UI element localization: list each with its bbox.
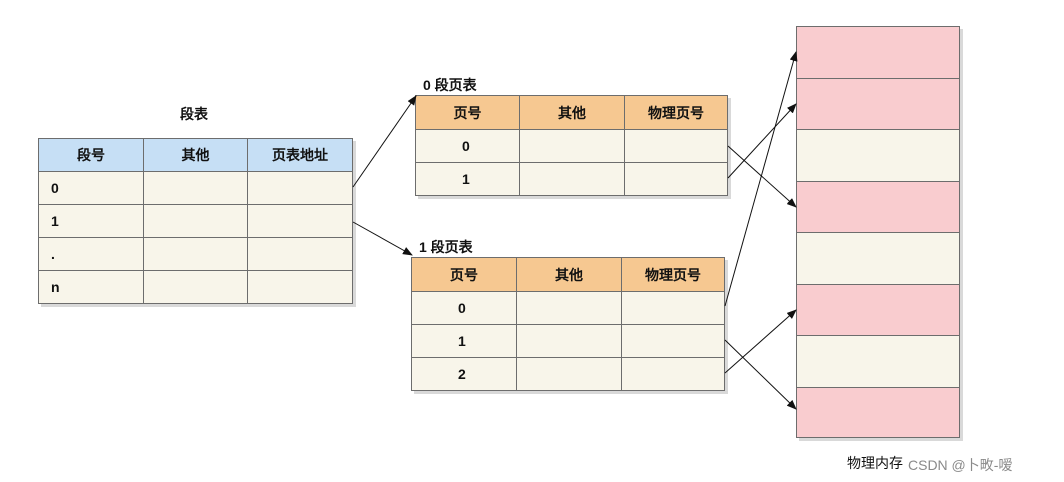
arrow-segment-0-to-page-table-0 [352, 95, 417, 188]
table-row: 1 [415, 162, 728, 196]
page-table-0: 页号 其他 物理页号 0 1 [415, 95, 728, 196]
memory-block-occupied [796, 283, 960, 336]
physical-page-number-cell [621, 324, 725, 358]
table-row: 2 [411, 357, 725, 391]
page-table-address-cell [247, 237, 353, 271]
physical-page-number-cell [621, 357, 725, 391]
segment-table-header-page-table-address: 页表地址 [247, 138, 353, 172]
other-cell [143, 204, 248, 238]
page-table-address-cell [247, 171, 353, 205]
arrow-pt1-row1-to-memory [724, 339, 797, 410]
table-row: n [38, 270, 353, 304]
segment-table-header-other: 其他 [143, 138, 248, 172]
table-row: . [38, 237, 353, 271]
page-table-0-title: 0 段页表 [423, 77, 477, 93]
page-table-address-cell [247, 270, 353, 304]
arrow-pt1-row2-to-memory [724, 309, 797, 374]
page-table-1-title: 1 段页表 [419, 239, 473, 255]
physical-page-number-cell [624, 129, 728, 163]
table-row: 0 [411, 291, 725, 325]
page-table-1: 页号 其他 物理页号 0 1 2 [411, 257, 725, 391]
other-cell [519, 162, 625, 196]
segment-number-cell: 0 [38, 171, 144, 205]
memory-block-occupied [796, 26, 960, 79]
page-number-cell: 0 [415, 129, 520, 163]
memory-block-free [796, 335, 960, 388]
segment-number-cell: n [38, 270, 144, 304]
memory-block-occupied [796, 386, 960, 438]
page-number-cell: 2 [411, 357, 517, 391]
physical-page-number-cell [624, 162, 728, 196]
page-table-header-row: 页号 其他 物理页号 [415, 95, 728, 130]
arrow-pt1-row0-to-memory [724, 51, 798, 307]
other-cell [143, 237, 248, 271]
table-row: 0 [38, 171, 353, 205]
page-number-cell: 0 [411, 291, 517, 325]
page-table-header-physical-page-number: 物理页号 [624, 95, 728, 130]
table-row: 0 [415, 129, 728, 163]
segment-table: 段号 其他 页表地址 0 1 . n [38, 138, 353, 304]
page-number-cell: 1 [415, 162, 520, 196]
physical-memory-label: 物理内存 [847, 455, 903, 471]
other-cell [516, 357, 622, 391]
arrow-pt0-row0-to-memory [727, 145, 797, 208]
arrow-pt0-row1-to-memory [727, 103, 797, 179]
other-cell [143, 171, 248, 205]
physical-memory [796, 26, 960, 438]
table-row: 1 [38, 204, 353, 238]
segment-table-title: 段表 [180, 106, 208, 122]
other-cell [143, 270, 248, 304]
memory-block-occupied [796, 77, 960, 130]
physical-page-number-cell [621, 291, 725, 325]
page-table-header-page-number: 页号 [411, 257, 517, 292]
page-table-address-cell [247, 204, 353, 238]
arrow-segment-1-to-page-table-1 [352, 221, 413, 256]
other-cell [516, 291, 622, 325]
segment-table-header-row: 段号 其他 页表地址 [38, 138, 353, 172]
watermark: CSDN @卜畋-嗳 [908, 457, 1013, 473]
page-table-header-other: 其他 [516, 257, 622, 292]
segment-number-cell: 1 [38, 204, 144, 238]
